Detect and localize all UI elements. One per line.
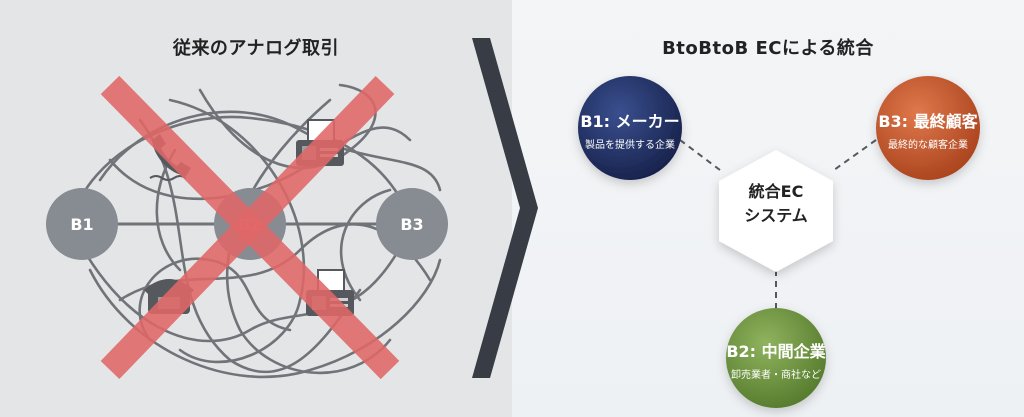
- b3-customer-circle: [876, 76, 980, 180]
- b3-subtitle: 最終的な顧客企業: [888, 140, 968, 151]
- b3-title: B3: 最終顧客: [878, 112, 978, 131]
- b2-subtitle: 卸売業者・商社など: [731, 370, 821, 381]
- dashed-connectors: [679, 139, 877, 315]
- b2-intermediary-circle: [726, 308, 826, 408]
- integrated-ec-line2: システム: [744, 206, 808, 225]
- b2-title: B2: 中間企業: [726, 342, 826, 361]
- b1-subtitle: 製品を提供する企業: [585, 140, 675, 151]
- node-b3-circle: [376, 188, 448, 260]
- integrated-ec-label: 統合EC システム: [716, 180, 836, 228]
- b1-title: B1: メーカー: [580, 112, 680, 131]
- node-b1-circle: [46, 188, 118, 260]
- b3-customer-label: B3: 最終顧客 最終的な顧客企業: [868, 108, 988, 151]
- b1-maker-circle: [578, 76, 682, 180]
- ec-title: BtoBtoB ECによる統合: [662, 38, 874, 59]
- node-b3-label: B3: [400, 215, 423, 234]
- node-b1-label: B1: [70, 215, 93, 234]
- b2-intermediary-label: B2: 中間企業 卸売業者・商社など: [716, 338, 836, 381]
- integrated-ec-hexagon: [719, 150, 833, 272]
- b1-maker-label: B1: メーカー 製品を提供する企業: [570, 108, 690, 151]
- cross-mark-icon: [100, 75, 400, 380]
- integrated-ec-line1: 統合EC: [748, 182, 804, 201]
- analog-title: 従来のアナログ取引: [172, 38, 340, 59]
- chevron-right-icon: [472, 38, 538, 378]
